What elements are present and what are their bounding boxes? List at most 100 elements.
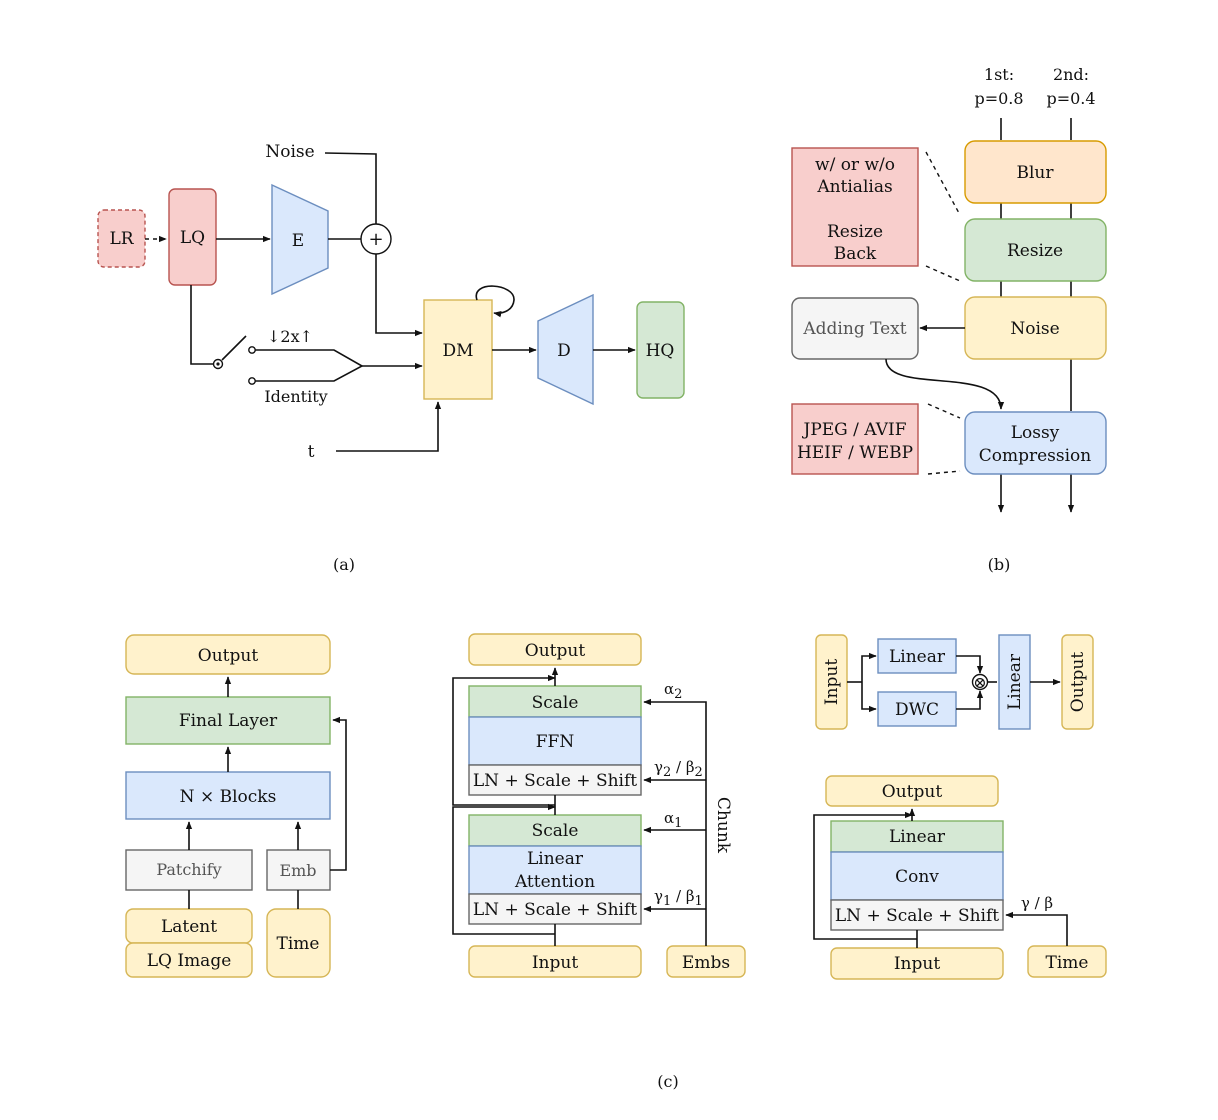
adding-text-node — [791, 297, 919, 360]
patchify-node — [125, 849, 253, 891]
switch-pivot-dot — [216, 362, 220, 366]
noise-label: Noise — [265, 142, 314, 162]
decoder-label: D — [557, 341, 571, 361]
block-output-label: Output — [525, 641, 586, 661]
gated-to-linear1-arrow — [861, 652, 877, 682]
lossy-label-line2: Compression — [979, 446, 1092, 466]
dwc-label: DWC — [895, 700, 939, 720]
second-pass-probability: p=0.4 — [1046, 89, 1095, 108]
chunk-label: Chunk — [713, 797, 733, 854]
formats-line2: HEIF / WEBP — [797, 443, 913, 463]
switch-lever — [221, 335, 247, 361]
emb-label: Emb — [279, 861, 316, 880]
scale1-label: Scale — [532, 821, 579, 841]
time-label: Time — [277, 934, 320, 954]
blocks-node — [125, 771, 331, 820]
residual2-line — [452, 674, 556, 806]
first-pass-label: 1st: — [984, 65, 1014, 84]
patchify-label: Patchify — [156, 860, 221, 879]
alpha1-label: α1 — [664, 809, 682, 831]
resize-node — [964, 218, 1107, 282]
scale1-node — [468, 814, 642, 847]
dwc-node — [877, 691, 957, 727]
dm-node — [423, 299, 493, 400]
noise-step-label: Noise — [1010, 319, 1059, 339]
timestep-arrow — [336, 401, 442, 452]
lq-image-node — [125, 942, 253, 978]
conv-node — [830, 851, 1004, 901]
switch-merge-lines — [255, 349, 364, 382]
lq-to-switch-line — [190, 285, 213, 365]
resize-back-line1: Resize — [827, 222, 883, 242]
conv-linear-node — [830, 820, 1004, 853]
lq-image-label: LQ Image — [147, 951, 232, 971]
switch-option-downup: ↓2x↑ — [267, 327, 313, 346]
conv-ln-scale-shift-label: LN + Scale + Shift — [835, 906, 999, 926]
ln-scale-shift2-node — [468, 764, 642, 796]
formats-connector-bottom — [927, 470, 961, 475]
blur-label: Blur — [1016, 163, 1054, 183]
final-layer-label: Final Layer — [179, 711, 278, 731]
gated-to-dwc-arrow — [861, 682, 877, 713]
text-to-lossy-arrow — [885, 358, 1005, 410]
gated-linear1-label: Linear — [889, 647, 946, 667]
final-layer-node — [125, 696, 331, 745]
gamma1-beta1-label: γ1 / β1 — [654, 887, 703, 909]
dwc-to-multiply-arrow — [956, 690, 984, 710]
overall-output-node — [125, 634, 331, 675]
caption-c: (c) — [657, 1072, 678, 1091]
emb-node — [266, 849, 331, 891]
block-input-label: Input — [532, 953, 578, 973]
conv-output-label: Output — [882, 782, 943, 802]
antialias-line2: Antialias — [816, 177, 892, 197]
alpha2-label: α2 — [664, 680, 682, 702]
dm-loop-arrow — [475, 285, 515, 318]
lossy-label-line1: Lossy — [1011, 423, 1060, 443]
panel-b: 1st: p=0.8 2nd: p=0.4 Blur Resize Noise … — [791, 65, 1107, 574]
lq-node — [168, 188, 217, 286]
first-pass-probability: p=0.8 — [974, 89, 1023, 108]
formats-connector-top — [927, 403, 961, 419]
gamma-beta-arrow — [1005, 911, 1068, 946]
blocks-label: N × Blocks — [180, 787, 277, 807]
conv-linear-label: Linear — [889, 827, 946, 847]
lr-label: LR — [109, 229, 134, 249]
antialias-line1: w/ or w/o — [815, 155, 895, 175]
switch-contact-identity — [248, 377, 256, 385]
linear1-to-multiply-arrow — [956, 655, 984, 674]
gated-output-label: Output — [1068, 652, 1088, 713]
dm-label: DM — [442, 341, 473, 361]
gated-input-label: Input — [822, 659, 842, 705]
residual1-line — [452, 803, 556, 935]
gamma2-beta2-label: γ2 / β2 — [654, 758, 703, 780]
conv-residual-line — [813, 811, 917, 940]
multiply-symbol: ⊗ — [973, 673, 986, 692]
lossy-compression-node — [964, 411, 1107, 475]
gated-linear1-node — [877, 638, 957, 674]
panel-a: LR LQ E Noise + DM D HQ ↓2x↑ Identity t — [97, 142, 685, 574]
gated-output-node — [1061, 634, 1094, 730]
overall-output-label: Output — [198, 646, 259, 666]
emb-to-final-arrow — [330, 716, 347, 871]
ln-scale-shift1-label: LN + Scale + Shift — [473, 900, 637, 920]
block-output-node — [468, 633, 642, 666]
hq-node — [636, 301, 685, 399]
linear-attention-line1: Linear — [527, 849, 584, 869]
panel-c-block: Output Scale FFN LN + Scale + Shift Scal… — [452, 633, 746, 978]
second-pass-label: 2nd: — [1053, 65, 1089, 84]
decoder-node — [537, 293, 594, 406]
formats-line1: JPEG / AVIF — [802, 420, 907, 440]
switch-contact-downup — [248, 346, 256, 354]
resize-options-note — [791, 147, 919, 267]
caption-a: (a) — [333, 555, 355, 574]
lq-label: LQ — [180, 228, 205, 248]
resize-label: Resize — [1007, 241, 1063, 261]
encoder-node — [271, 183, 329, 296]
add-symbol: + — [368, 229, 383, 250]
switch-option-identity: Identity — [264, 387, 327, 406]
alpha2-arrow — [643, 698, 707, 946]
conv-output-node — [825, 775, 999, 807]
conv-label: Conv — [895, 867, 939, 887]
